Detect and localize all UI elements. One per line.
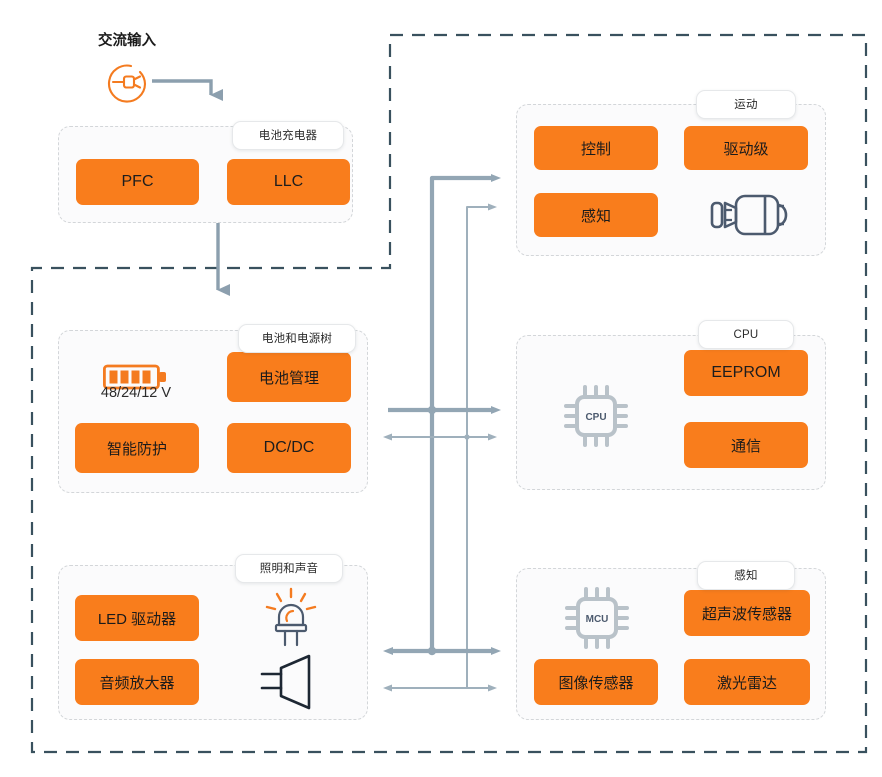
block-lidar[interactable]: 激光雷达 (684, 659, 810, 705)
block-motion-sensing[interactable]: 感知 (534, 193, 658, 237)
group-label-sensing: 感知 (697, 561, 795, 590)
block-communication[interactable]: 通信 (684, 422, 808, 468)
block-ultrasonic-sensor[interactable]: 超声波传感器 (684, 590, 810, 636)
block-driver-stage[interactable]: 驱动级 (684, 126, 808, 170)
block-battery-management[interactable]: 电池管理 (227, 352, 351, 402)
mcu-chip-icon: MCU (558, 582, 636, 654)
group-label-motion: 运动 (696, 90, 796, 119)
group-label-cpu: CPU (698, 320, 794, 349)
block-led-driver[interactable]: LED 驱动器 (75, 595, 199, 641)
bus-junction-dot (464, 434, 470, 440)
battery-voltage-caption: 48/24/12 V (100, 385, 172, 401)
block-eeprom[interactable]: EEPROM (684, 350, 808, 396)
bus-junction-dot (427, 646, 437, 656)
block-audio-amplifier[interactable]: 音频放大器 (75, 659, 199, 705)
group-label-battery-power-tree: 电池和电源树 (238, 324, 356, 353)
ac-input-title: 交流输入 (98, 33, 156, 49)
block-image-sensor[interactable]: 图像传感器 (534, 659, 658, 705)
speaker-icon (255, 652, 327, 712)
group-label-lighting-sound: 照明和声音 (235, 554, 343, 583)
motor-icon (700, 186, 796, 244)
wire-ac-to-charger (152, 79, 223, 101)
battery-icon (83, 352, 188, 402)
bus-junction-dot (427, 405, 437, 415)
mcu-chip-label: MCU (586, 614, 609, 625)
block-smart-protection[interactable]: 智能防护 (75, 423, 199, 473)
block-llc[interactable]: LLC (227, 159, 350, 205)
cpu-chip-label: CPU (585, 412, 606, 423)
block-motion-control[interactable]: 控制 (534, 126, 658, 170)
power-bus-vertical (429, 174, 501, 651)
group-label-battery-charger: 电池充电器 (232, 121, 344, 150)
data-bus-vertical (466, 203, 497, 688)
system-boundary (30, 33, 868, 754)
ac-plug-icon (100, 54, 156, 108)
led-lamp-icon (255, 586, 327, 650)
block-dcdc[interactable]: DC/DC (227, 423, 351, 473)
cpu-chip-icon: CPU (556, 378, 636, 454)
block-pfc[interactable]: PFC (76, 159, 199, 205)
